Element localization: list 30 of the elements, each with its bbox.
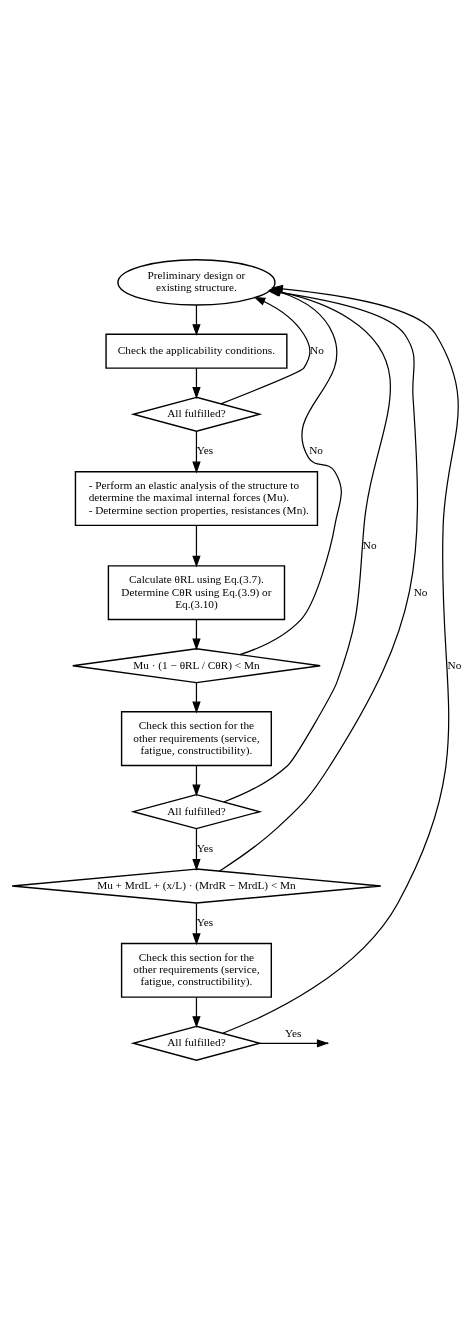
- edge-label: Yes: [196, 841, 214, 854]
- node-box: - Perform an elastic analysis of the structure to determine the maximal internal forces (Mu). - Determine section properties, resistances (Mn).: [74, 470, 319, 526]
- node-box: Check the applicability conditions.: [105, 333, 288, 369]
- node-diamond: Mu · (1 − θRL / CθR) < Mn: [72, 647, 321, 683]
- node-diamond: All fulfilled?: [130, 1025, 263, 1061]
- arrow: [192, 304, 201, 336]
- edge-label: No: [309, 443, 323, 456]
- arrow: [192, 367, 201, 399]
- arrow: [192, 524, 201, 568]
- edge-label: No: [362, 538, 377, 551]
- edge-label: Yes: [196, 915, 214, 928]
- arrow: [220, 296, 311, 404]
- edge-label: Yes: [196, 443, 214, 456]
- arrow: [192, 827, 201, 871]
- node-box: Calculate θRL using Eq.(3.7). Determine CθR using Eq.(3.9) or Eq.(3.10): [107, 564, 286, 620]
- arrow: [192, 764, 201, 796]
- edge-label: No: [447, 658, 462, 671]
- arrow: [192, 902, 201, 945]
- arrow: [192, 618, 201, 650]
- arrow: [192, 430, 201, 473]
- edge-label: Yes: [285, 1026, 302, 1039]
- edge-label: No: [310, 343, 324, 356]
- node-diamond: All fulfilled?: [130, 396, 263, 432]
- node-box: Check this section for the other requirements (service, fatigue, constructibility).: [120, 710, 272, 766]
- edge-label: No: [413, 585, 428, 598]
- node-diamond: Mu + MrdL + (x/L) · (MrdR − MrdL) < Mn: [11, 867, 382, 904]
- arrow: [192, 996, 201, 1028]
- node-box: Check this section for the other requirements (service, fatigue, constructibility).: [120, 942, 272, 998]
- node-diamond: All fulfilled?: [130, 793, 263, 829]
- arrow: [192, 681, 201, 713]
